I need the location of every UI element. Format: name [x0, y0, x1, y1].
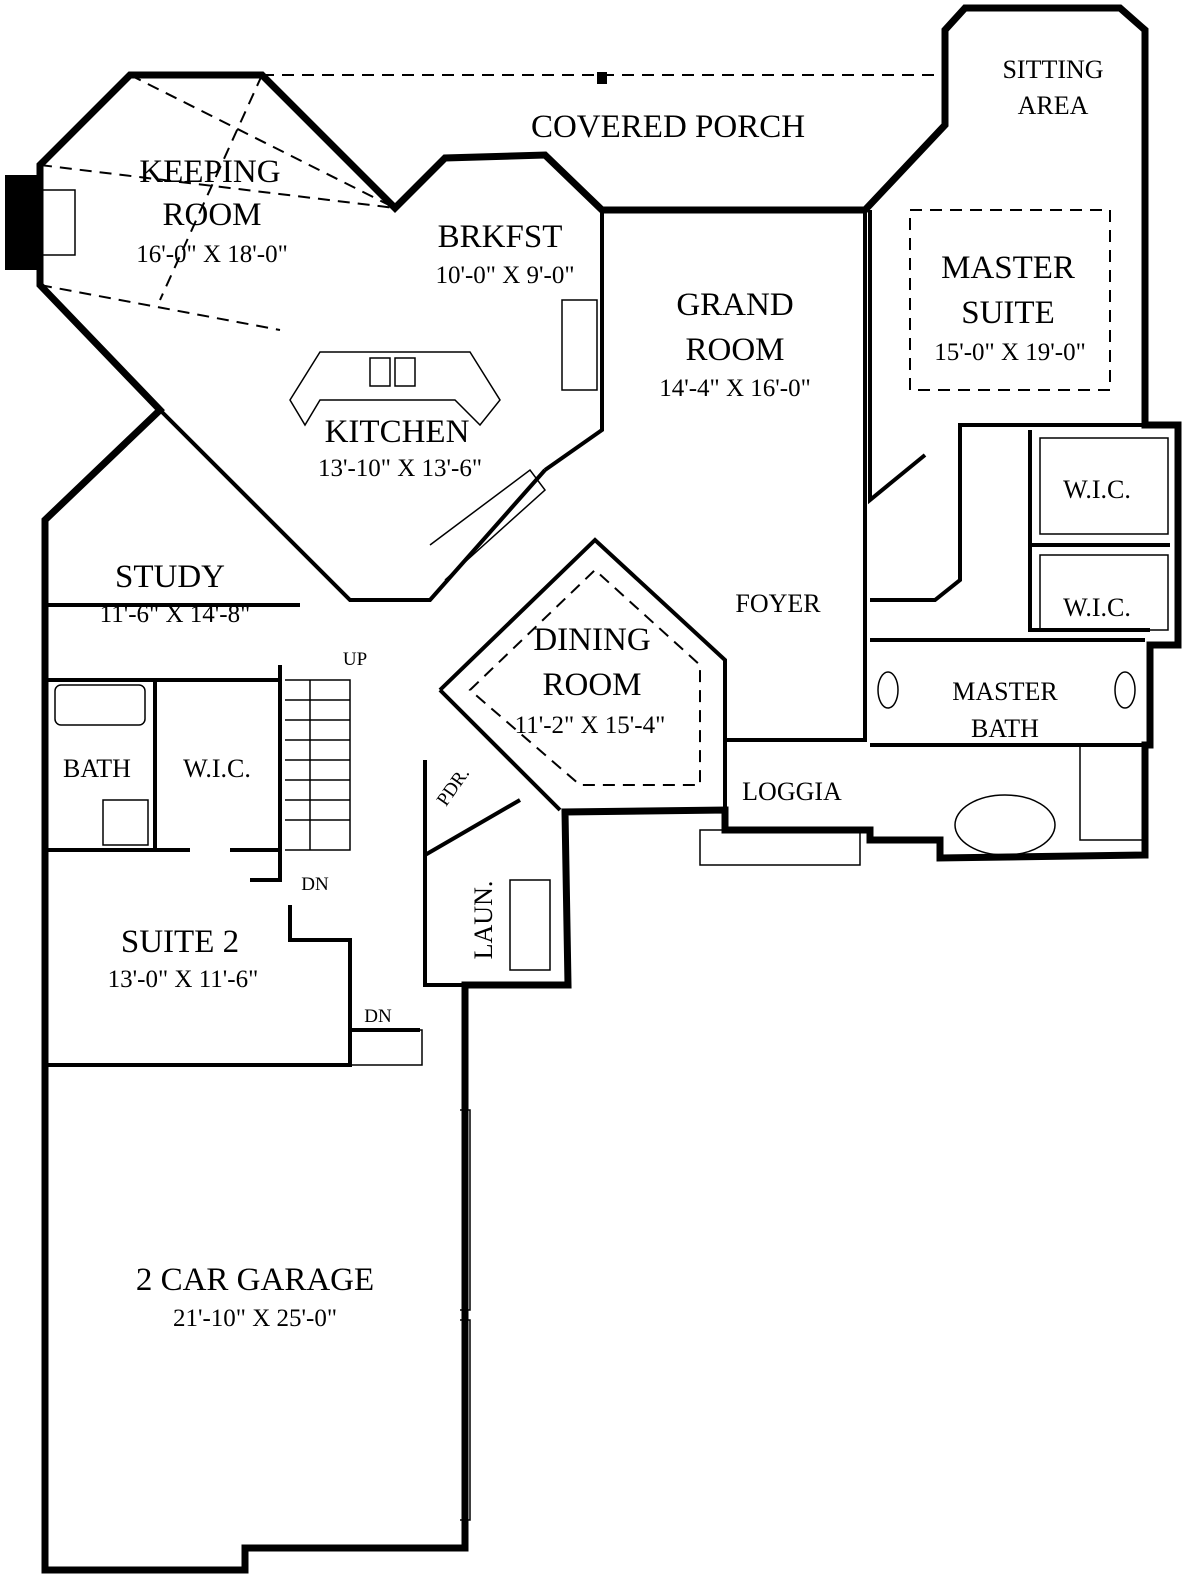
master-suite-label: MASTER — [941, 250, 1075, 286]
wic-master-1-label: W.I.C. — [1063, 475, 1131, 504]
wic-suite-label: W.I.C. — [183, 754, 251, 783]
keeping-room-label-2: ROOM — [162, 197, 261, 233]
bath-label: BATH — [63, 754, 131, 783]
suite-2-dims: 13'-0" X 11'-6" — [108, 966, 259, 993]
suite-2-label: SUITE 2 — [121, 924, 239, 960]
brkfst-dims: 10'-0" X 9'-0" — [435, 262, 574, 289]
wic-master-2-label: W.I.C. — [1063, 593, 1131, 622]
loggia-label: LOGGIA — [742, 777, 842, 806]
laundry-label: LAUN. — [469, 881, 498, 960]
tray-ceiling — [909, 209, 1111, 391]
brkfst-label: BRKFST — [438, 219, 563, 255]
grand-room-dims: 14'-4" X 16'-0" — [659, 375, 811, 402]
keeping-room-dims: 16'-0" X 18'-0" — [136, 241, 288, 268]
dining-room-label-2: ROOM — [542, 667, 641, 703]
garage-dims: 21'-10" X 25'-0" — [173, 1305, 337, 1332]
grand-room-label-2: ROOM — [685, 332, 784, 368]
sitting-area-label: SITTING — [1002, 55, 1103, 84]
master-suite-dims: 15'-0" X 19'-0" — [934, 339, 1086, 366]
master-bath-label-2: BATH — [971, 714, 1039, 743]
sitting-area-label-2: AREA — [1018, 91, 1089, 120]
foyer-label: FOYER — [735, 589, 821, 618]
keeping-room-label: KEEPING — [139, 154, 280, 190]
dining-room-dims: 11'-2" X 15'-4" — [515, 712, 666, 739]
porch-post — [597, 72, 607, 84]
master-bath-label: MASTER — [952, 677, 1058, 706]
dining-room-label: DINING — [533, 622, 650, 658]
garage-label: 2 CAR GARAGE — [136, 1262, 374, 1298]
grand-room-label: GRAND — [676, 287, 793, 323]
stairs-down-label: DN — [301, 874, 329, 895]
garage-stairs-down-label: DN — [364, 1006, 392, 1027]
pdr-label: PDR. — [433, 764, 474, 810]
exterior-wall — [36, 4, 1182, 1574]
covered-porch-label: COVERED PORCH — [531, 109, 805, 145]
study-dims: 11'-6" X 14'-8" — [100, 601, 251, 628]
fireplace — [5, 175, 40, 270]
stairs-up-label: UP — [343, 649, 367, 670]
kitchen-dims: 13'-10" X 13'-6" — [318, 455, 482, 482]
study-label: STUDY — [115, 559, 225, 595]
master-suite-label-2: SUITE — [961, 295, 1055, 331]
kitchen-label: KITCHEN — [325, 414, 470, 450]
